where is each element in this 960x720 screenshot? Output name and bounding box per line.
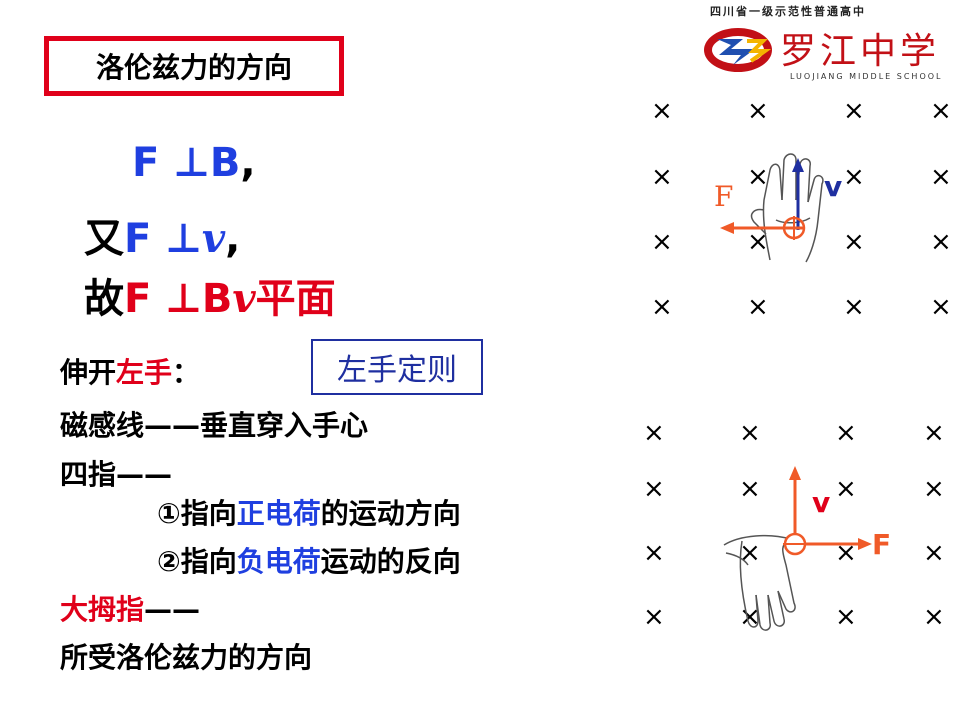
cross-mark: × [651, 162, 673, 192]
cross-mark: × [835, 538, 857, 568]
logo-english-name: LUOJIANG MIDDLE SCHOOL [790, 72, 943, 81]
thumb-label: 大拇指 [60, 593, 145, 626]
cross-mark: × [923, 418, 945, 448]
formula-suffix: 平面 [255, 276, 336, 322]
formula-comma: , [240, 140, 256, 186]
top-velocity-label: v [824, 170, 843, 203]
cross-mark: × [843, 162, 865, 192]
cross-mark: × [835, 418, 857, 448]
cross-mark: × [835, 602, 857, 632]
page-title: 洛伦兹力的方向 [44, 36, 344, 96]
rule-line-extend: 伸开左手： [60, 351, 200, 391]
cross-mark: × [747, 96, 769, 126]
cross-mark: × [923, 474, 945, 504]
cross-mark: × [747, 227, 769, 257]
school-logo-emblem-icon [703, 25, 773, 75]
rule-extend-colon: ： [172, 356, 201, 389]
formula-line-3: 故F ⊥Bv平面 [84, 266, 336, 324]
cross-mark: × [643, 538, 665, 568]
formula-perp: ⊥ [165, 216, 202, 262]
cross-mark: × [930, 227, 952, 257]
cross-mark: × [651, 227, 673, 257]
rule-line-item-1: ①指向正电荷的运动方向 [157, 492, 461, 532]
formula-prefix: 又 [84, 216, 124, 262]
rule-line-thumb: 大拇指—— [60, 588, 200, 628]
cross-mark: × [843, 292, 865, 322]
formula-f: F [124, 216, 152, 262]
cross-mark: × [739, 474, 761, 504]
formula-line-1: F ⊥B, [132, 140, 256, 186]
bottom-velocity-label: v [812, 486, 831, 519]
rule-line-four-fingers: 四指—— [60, 458, 173, 491]
left-hand-rule-box: 左手定则 [311, 339, 483, 395]
formula-f: F [132, 140, 160, 186]
rule-line-force-dir: 所受洛伦兹力的方向 [60, 641, 313, 674]
cross-mark: × [843, 227, 865, 257]
cross-mark: × [643, 602, 665, 632]
item2-suffix: 运动的反向 [320, 545, 461, 578]
cross-mark: × [651, 96, 673, 126]
cross-mark: × [739, 602, 761, 632]
formula-perp: ⊥ [173, 140, 210, 186]
formula-comma: , [225, 216, 241, 262]
item1-charge: 正电荷 [236, 497, 321, 530]
item1-prefix: ①指向 [157, 497, 237, 530]
open-hand-down-icon [723, 534, 796, 631]
cross-mark: × [930, 96, 952, 126]
cross-mark: × [930, 162, 952, 192]
cross-mark: × [930, 292, 952, 322]
formula-prefix: 故 [84, 276, 124, 322]
item2-charge: 负电荷 [236, 545, 321, 578]
rule-left-hand: 左手 [116, 356, 173, 389]
formula-line-2: 又F ⊥v, [84, 206, 240, 264]
cross-mark: × [923, 538, 945, 568]
bottom-force-label: F [872, 528, 892, 561]
cross-mark: × [643, 418, 665, 448]
rule-extend-prefix: 伸开 [60, 356, 117, 389]
open-hand-icon [750, 153, 824, 263]
formula-b: B [209, 140, 241, 186]
cross-mark: × [739, 538, 761, 568]
formula-perp: ⊥ [165, 276, 202, 322]
logo-chinese-name: 罗江中学 [780, 31, 941, 72]
formula-b: B [201, 276, 233, 322]
cross-mark: × [739, 418, 761, 448]
cross-mark: × [651, 292, 673, 322]
top-force-label: F [714, 180, 734, 213]
rule-line-field: 磁感线——垂直穿入手心 [60, 409, 369, 442]
force-arrow-left-icon [720, 216, 806, 240]
formula-f: F [124, 276, 152, 322]
logo-top-text: 四川省一级示范性普通高中 [710, 5, 866, 18]
formula-v: v [232, 275, 256, 322]
cross-mark: × [843, 96, 865, 126]
item1-suffix: 的运动方向 [320, 497, 461, 530]
cross-mark: × [835, 474, 857, 504]
cross-mark: × [643, 474, 665, 504]
rule-line-item-2: ②指向负电荷运动的反向 [157, 540, 461, 580]
cross-mark: × [747, 162, 769, 192]
thumb-dash: —— [144, 593, 201, 626]
cross-mark: × [923, 602, 945, 632]
formula-v: v [201, 215, 226, 262]
cross-mark: × [747, 292, 769, 322]
item2-prefix: ②指向 [157, 545, 237, 578]
velocity-force-arrows-icon [783, 466, 872, 556]
